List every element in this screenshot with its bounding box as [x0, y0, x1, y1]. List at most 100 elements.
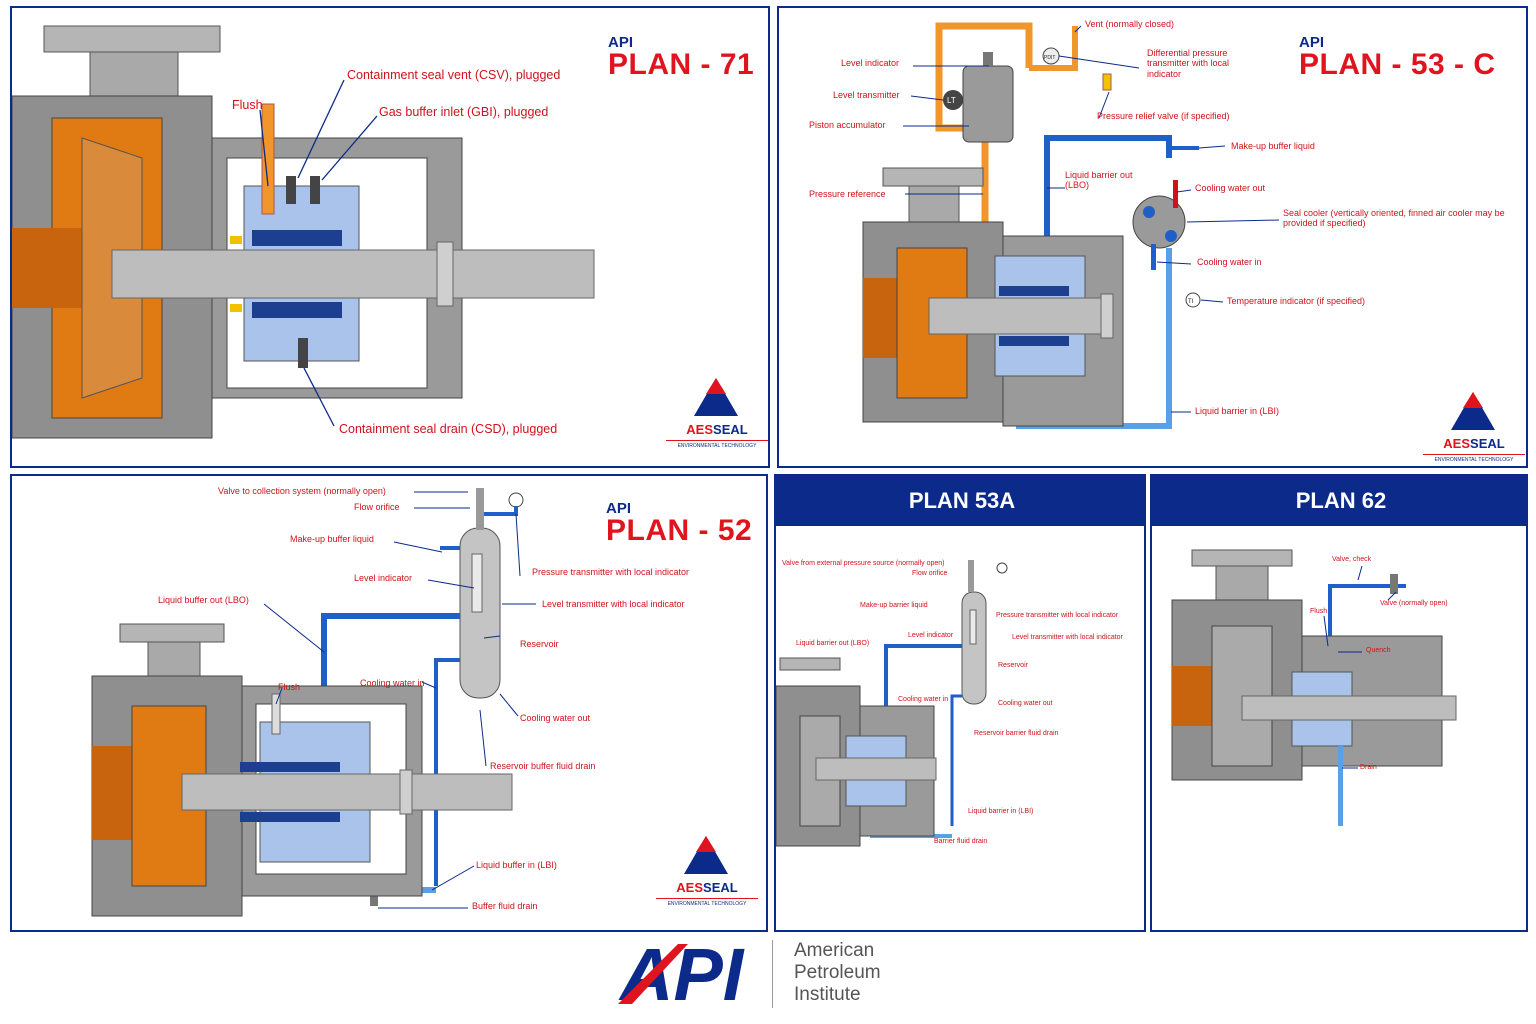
top-pipe [968, 560, 974, 592]
label-level-indicator: Level indicator [908, 632, 954, 639]
nozzle-flange [779, 657, 841, 671]
seal-face-top [252, 230, 342, 246]
cw-out-pipe [1173, 180, 1178, 208]
footer-line-1: American [794, 940, 875, 961]
api-tag: API [608, 34, 634, 51]
seal-spring-1 [230, 236, 242, 244]
label-makeup: Make-up buffer liquid [1231, 141, 1315, 151]
csd-port [298, 338, 308, 368]
pdit-tag: PDIT [1044, 55, 1055, 61]
plan-53a-header: PLAN 53A [776, 476, 1144, 526]
label-makeup: Make-up buffer liquid [290, 534, 374, 544]
flush-pipe [271, 693, 281, 735]
reservoir [961, 591, 987, 705]
aesseal-logo: AESSEAL ENVIRONMENTAL TECHNOLOGY [1423, 392, 1525, 466]
coupling [399, 769, 413, 815]
label-drain: Reservoir barrier fluid drain [974, 730, 1059, 737]
footer-institute-name: American Petroleum Institute [794, 940, 881, 1006]
label-cw-out: Cooling water out [1195, 183, 1266, 193]
label-lbo: Liquid barrier out (LBO) [796, 640, 870, 647]
nozzle-neck [89, 51, 179, 103]
plan-title: PLAN - 53 - C [1299, 48, 1496, 81]
buffer-drain-valve [370, 890, 378, 906]
label-valve: Valve (normally open) [1380, 600, 1448, 607]
label-cw-in: Cooling water in [898, 696, 949, 703]
seal-spring-2 [230, 304, 242, 312]
plan-71-illustration [12, 25, 595, 439]
panel-plan-71: Flush Containment seal vent (CSV), plugg… [10, 6, 770, 468]
footer-line-2: Petroleum [794, 961, 881, 983]
shaft [815, 757, 937, 781]
seal-face-top [999, 286, 1069, 296]
label-pressure-ref: Pressure reference [809, 189, 886, 199]
label-flush: Flush [232, 98, 263, 112]
plan-53c-illustration: LT PDIT TI [862, 22, 1280, 429]
label-buffer-drain: Buffer fluid drain [472, 901, 538, 911]
process-fluid [1172, 666, 1212, 726]
plan-52-illustration [91, 488, 536, 917]
seal-face-bottom [240, 812, 340, 822]
label-valve: Valve from external pressure source (nor… [782, 560, 945, 567]
nozzle-neck [1215, 565, 1269, 607]
label-quench: Quench [1366, 647, 1391, 654]
nozzle-neck [147, 641, 201, 683]
nozzle-flange [43, 25, 221, 53]
seal-face-bottom [999, 336, 1069, 346]
label-dp: Differential pressure transmitter with l… [1147, 48, 1230, 79]
prv [1102, 73, 1112, 91]
csv-port [286, 176, 296, 204]
nozzle-flange [119, 623, 225, 643]
label-flush: Flush [278, 682, 301, 692]
cw-line [950, 694, 962, 826]
aesseal-logo: AESSEAL ENVIRONMENTAL TECHNOLOGY [656, 836, 758, 916]
plan-62-illustration [1171, 549, 1457, 826]
label-temp: Temperature indicator (if specified) [1227, 296, 1366, 306]
panel-plan-52: Valve to collection system (normally ope… [10, 474, 768, 932]
plan-53a-illustration [776, 560, 1008, 847]
ti-circle [1185, 292, 1201, 308]
label-vent: Vent (normally closed) [1085, 19, 1175, 29]
label-piston: Piston accumulator [809, 120, 886, 130]
nozzle-neck [908, 185, 960, 227]
label-check: Valve, check [1332, 556, 1372, 563]
dp-line [1029, 26, 1078, 71]
label-level-transmitter: Level transmitter [833, 90, 900, 100]
label-pt: Pressure transmitter with local indicato… [996, 612, 1119, 619]
shaft [928, 297, 1110, 335]
seal-face-top [240, 762, 340, 772]
label-barrier-drain: Barrier fluid drain [934, 838, 988, 845]
lt-tag: LT [947, 96, 956, 105]
cooler-port-2 [1165, 230, 1177, 242]
aesseal-logo: AESSEAL ENVIRONMENTAL TECHNOLOGY [666, 378, 768, 458]
label-lbi: Liquid barrier in (LBI) [1195, 406, 1280, 416]
label-drain: Drain [1360, 764, 1377, 771]
label-lbo: Liquid barrier out (LBO) [1065, 170, 1133, 191]
leader-flush [259, 109, 269, 187]
footer-divider [772, 940, 773, 1008]
label-csd: Containment seal drain (CSD), plugged [339, 422, 558, 436]
panel-plan-53a: PLAN 53A Valve from external pressure so… [774, 474, 1146, 932]
label-level-transmitter: Level transmitter with local indicator [1012, 634, 1123, 641]
pt-pipe [484, 506, 518, 516]
process-fluid [92, 746, 138, 840]
shaft [111, 249, 595, 299]
shaft [1241, 695, 1457, 721]
process-fluid [863, 278, 903, 358]
label-valve: Valve to collection system (normally ope… [218, 486, 386, 496]
plan-title: PLAN - 71 [608, 48, 755, 81]
coupling [1100, 293, 1114, 339]
label-prv: Pressure relief valve (if specified) [1097, 111, 1230, 121]
label-flush: Flush [1310, 608, 1328, 615]
coupling [436, 241, 454, 307]
label-reservoir: Reservoir [520, 639, 559, 649]
top-pipe [476, 488, 484, 530]
label-csv: Containment seal vent (CSV), plugged [347, 68, 561, 82]
gbi-port [310, 176, 320, 204]
nozzle-flange [882, 167, 984, 187]
leader-csv [297, 79, 345, 179]
label-cw-out: Cooling water out [520, 713, 591, 723]
ti-tag: TI [1188, 299, 1194, 305]
api-logo-red-stripe [618, 944, 688, 1004]
quench-line [1328, 584, 1406, 646]
cw-in-pipe [1151, 244, 1156, 270]
